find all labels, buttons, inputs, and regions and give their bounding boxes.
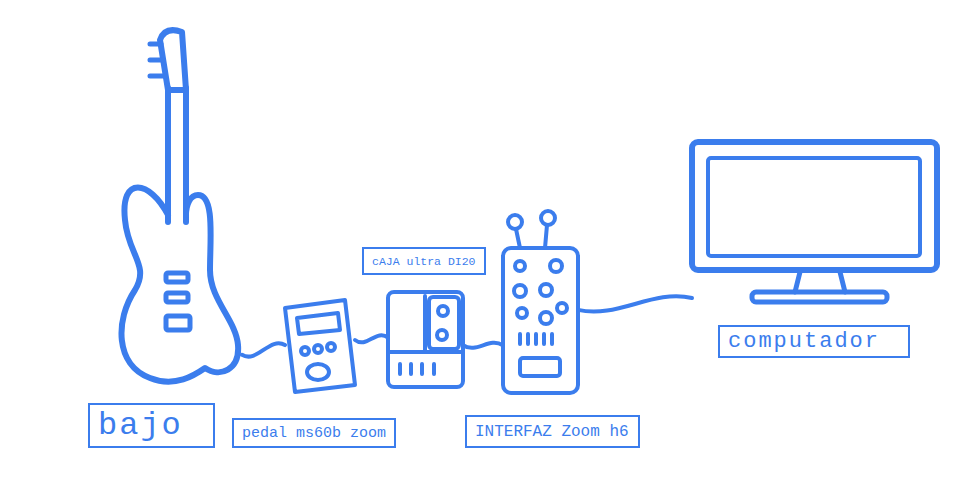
device-label: bajo [88,403,215,448]
di-box [388,292,463,387]
cable [242,343,285,356]
effects-pedal-node: pedal ms60b zoom [285,300,355,392]
device-label: computador [718,325,910,358]
device-label: INTERFAZ Zoom h6 [465,415,640,448]
device-label: cAJA ultra DI20 [362,247,486,275]
audio-interface [503,211,578,393]
bass-guitar [121,30,238,381]
effects-pedal [285,300,355,392]
bass-guitar-node: bajo [120,30,242,385]
cable [355,335,388,342]
cable [578,296,692,311]
computer-node: computador [692,142,937,302]
di-box-node: cAJA ultra DI20 [388,292,463,387]
device-label: pedal ms60b zoom [232,418,396,448]
audio-interface-node: INTERFAZ Zoom h6 [503,210,578,393]
cable [463,343,503,348]
computer-monitor [692,142,937,302]
